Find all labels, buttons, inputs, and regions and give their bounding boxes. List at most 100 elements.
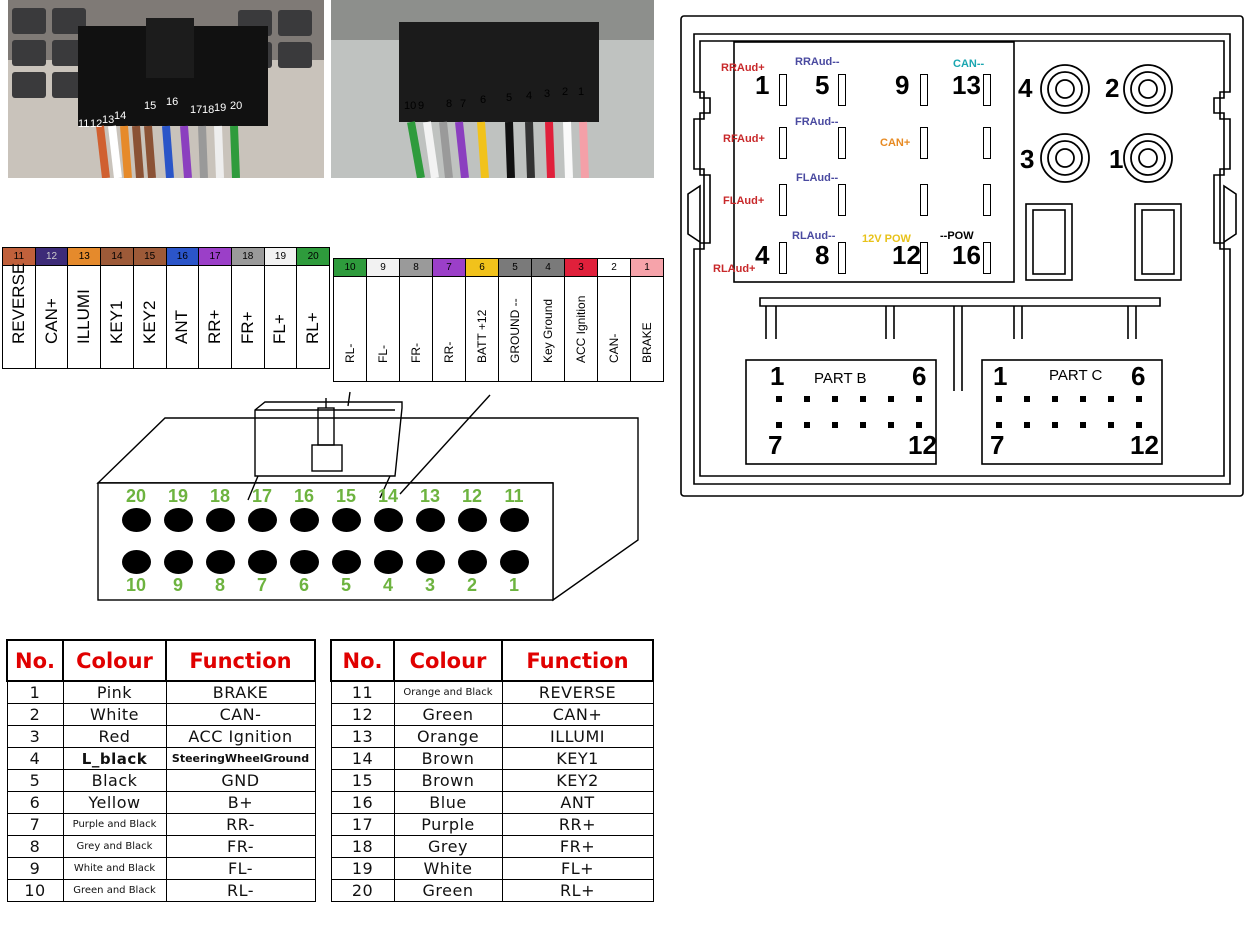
wire-function-text: RL- [343, 343, 357, 363]
wire-function-text: KEY2 [139, 300, 159, 344]
pin-function: ILLUMI [501, 725, 654, 748]
connector-pin-hole [248, 508, 277, 532]
wire-number: 19 [264, 248, 297, 266]
wire-function-text: RR+ [205, 309, 225, 344]
pin-no: 17 [330, 813, 395, 836]
wire-function-text: FR+ [237, 311, 257, 344]
wire-function: RR- [433, 277, 465, 381]
pin-no: 15 [330, 769, 395, 792]
photo-pin-number: 4 [526, 90, 533, 102]
iso-slot [983, 127, 991, 159]
wire-function: ACC Ignition [565, 277, 597, 381]
iso-slot [920, 242, 928, 274]
part-c-pin-12: 12 [1130, 430, 1159, 460]
photo-pin-number: 2 [562, 86, 569, 98]
iso-slot [838, 127, 846, 159]
wire-number: 15 [133, 248, 166, 266]
wire-number: 5 [499, 259, 531, 277]
connector-pin-number: 11 [504, 486, 524, 506]
iso-slot [779, 242, 787, 274]
wire-number: 11 [3, 248, 35, 266]
connector-pin-hole [290, 550, 319, 574]
iso-slot [838, 74, 846, 106]
header-no: No. [6, 639, 64, 682]
pin-number-4: 4 [755, 240, 770, 270]
label-pow: --POW [940, 230, 974, 242]
iso-slot [920, 184, 928, 216]
wire-number: 7 [433, 259, 465, 277]
pin-number-1: 1 [755, 70, 770, 100]
wire-number: 14 [101, 248, 133, 266]
connector-pin-number: 20 [125, 486, 147, 506]
iso-slot [983, 242, 991, 274]
wire-number: 10 [334, 259, 366, 277]
pin-function: FL+ [501, 857, 654, 880]
wire-function-text: FR- [409, 343, 423, 363]
pin-no: 14 [330, 747, 395, 770]
photo-pin-number: 19 [214, 102, 227, 114]
wire-colour: Purple [393, 813, 503, 836]
pin-function: FR- [165, 835, 316, 858]
wire-function: FR+ [232, 266, 264, 368]
antenna-4: 4 [1018, 73, 1033, 103]
connector-pin-hole [332, 508, 361, 532]
photo-pin-number: 12 [90, 118, 103, 130]
label-can-plus: CAN+ [880, 137, 911, 149]
wire-colour: White [62, 703, 167, 726]
connector-pin-number: 4 [382, 575, 393, 595]
part-c-pin-1: 1 [993, 361, 1008, 391]
pin-function: CAN- [165, 703, 316, 726]
wire-function: GROUND -- [499, 277, 531, 381]
pin-function: KEY1 [501, 747, 654, 770]
wire-function: ANT [167, 266, 199, 368]
wire-function: ILLUMI [68, 266, 100, 368]
pin-no: 9 [6, 857, 64, 880]
connector-pin-hole [458, 508, 487, 532]
wire-number: 2 [598, 259, 630, 277]
wire-colour: White [393, 857, 503, 880]
wire-number: 17 [199, 248, 231, 266]
connector-pin-number: 7 [256, 575, 267, 595]
antenna-3: 3 [1020, 144, 1035, 174]
photo-pin-number: 3 [544, 88, 551, 100]
pin-no: 2 [6, 703, 64, 726]
part-b-pin-12: 12 [908, 430, 937, 460]
photo-pin-number: 17 [190, 104, 203, 116]
wire-function-text: Key Ground [541, 298, 555, 363]
connector-pin-hole [416, 508, 445, 532]
wire-colour: Blue [393, 791, 503, 814]
label-rfaud-plus: RFAud+ [723, 133, 765, 145]
connector-pin-number: 9 [172, 575, 183, 595]
wire-colour: Green [393, 703, 503, 726]
iso-slot [920, 74, 928, 106]
wire-number: 16 [166, 248, 199, 266]
wire-function: BATT +12 [466, 277, 498, 381]
wire-function: FR- [400, 277, 432, 381]
connector-pin-hole [164, 508, 193, 532]
pin-function: FL- [165, 857, 316, 880]
pin-function: RL+ [501, 879, 654, 902]
wire-colour: Grey and Black [62, 835, 167, 858]
wire-function-text: REVERSE [8, 262, 28, 344]
connector-pin-hole [206, 550, 235, 574]
connector-photo-left [8, 0, 324, 178]
pin-function: FR+ [501, 835, 654, 858]
wire-function: BRAKE [631, 277, 663, 381]
wire-function-text: CAN- [607, 333, 621, 363]
iso-connector-housing [680, 15, 1244, 497]
wire-function-text: FL- [376, 345, 390, 363]
photo-pin-number: 9 [418, 100, 425, 112]
connector-pin-hole [374, 550, 403, 574]
